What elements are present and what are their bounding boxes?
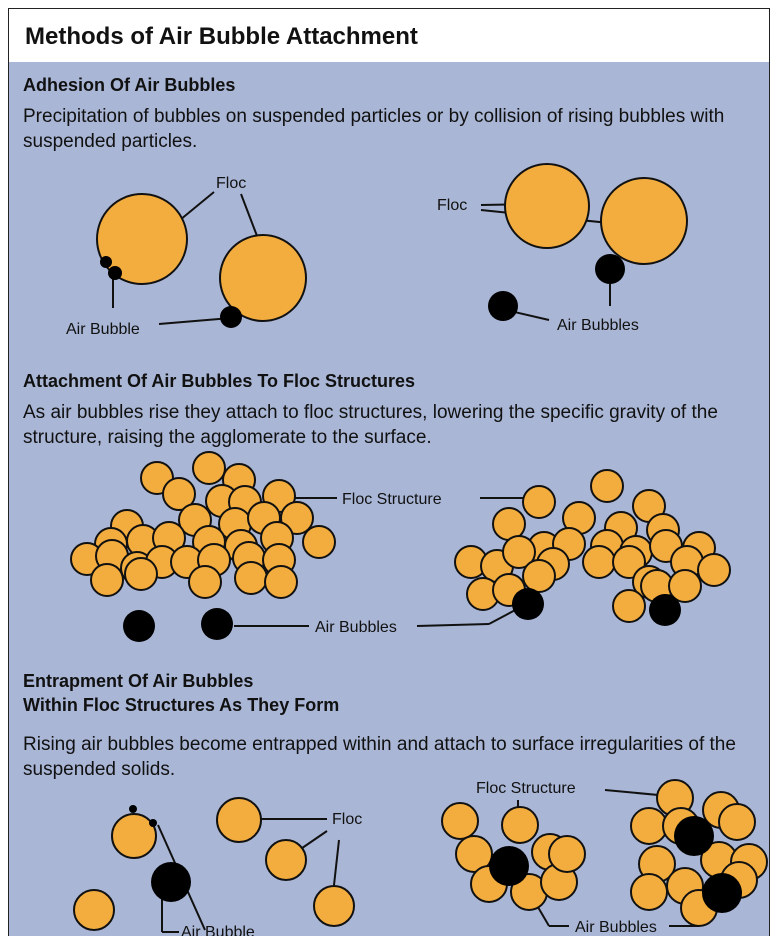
floc-particle bbox=[601, 178, 687, 264]
air-bubble bbox=[123, 610, 155, 642]
floc-particle bbox=[74, 890, 114, 930]
attachment-illustration: Floc Structure Air Bubbles bbox=[9, 356, 769, 648]
air-bubble bbox=[488, 291, 518, 321]
air-bubble-label: Air Bubble bbox=[66, 321, 140, 338]
floc-structure-label: Floc Structure bbox=[476, 780, 576, 797]
floc-particle bbox=[193, 452, 225, 484]
air-bubble bbox=[100, 256, 112, 268]
air-bubble bbox=[149, 819, 157, 827]
entrapment-illustration: Floc Air Bubble Floc Structure Air Bubbl… bbox=[9, 648, 769, 936]
air-bubble bbox=[595, 254, 625, 284]
floc-particle bbox=[583, 546, 615, 578]
floc-particle bbox=[591, 470, 623, 502]
title-bar: Methods of Air Bubble Attachment bbox=[8, 8, 770, 64]
air-bubble-label: Air Bubble bbox=[181, 924, 255, 936]
floc-particle bbox=[266, 840, 306, 880]
floc-label: Floc bbox=[437, 197, 467, 214]
floc-particle bbox=[502, 807, 538, 843]
air-bubbles-label: Air Bubbles bbox=[575, 919, 657, 936]
floc-particle bbox=[631, 808, 667, 844]
floc-label: Floc bbox=[332, 811, 362, 828]
air-bubble bbox=[674, 816, 714, 856]
floc-particle bbox=[442, 803, 478, 839]
floc-particle bbox=[235, 562, 267, 594]
air-bubble bbox=[201, 608, 233, 640]
air-bubble bbox=[151, 862, 191, 902]
floc-particle bbox=[112, 814, 156, 858]
air-bubble bbox=[108, 266, 122, 280]
floc-particle bbox=[698, 554, 730, 586]
air-bubble bbox=[489, 846, 529, 886]
leader-line bbox=[417, 624, 489, 626]
air-bubble bbox=[702, 873, 742, 913]
floc-particle bbox=[303, 526, 335, 558]
floc-particle bbox=[217, 798, 261, 842]
floc-particle bbox=[613, 590, 645, 622]
air-bubble bbox=[649, 594, 681, 626]
air-bubble bbox=[220, 306, 242, 328]
adhesion-panel: Adhesion Of Air Bubbles Precipitation of… bbox=[8, 62, 770, 358]
floc-particle bbox=[523, 486, 555, 518]
floc-particle bbox=[631, 874, 667, 910]
air-bubbles-label: Air Bubbles bbox=[557, 317, 639, 334]
entrapment-panel: Entrapment Of Air Bubbles Within Floc St… bbox=[8, 648, 770, 936]
floc-label: Floc bbox=[216, 175, 246, 192]
floc-particle bbox=[125, 558, 157, 590]
page-title: Methods of Air Bubble Attachment bbox=[25, 23, 418, 51]
attachment-panel: Attachment Of Air Bubbles To Floc Struct… bbox=[8, 356, 770, 650]
air-bubble bbox=[129, 805, 137, 813]
air-bubbles-label: Air Bubbles bbox=[315, 619, 397, 636]
floc-particle bbox=[523, 560, 555, 592]
floc-particle bbox=[549, 836, 585, 872]
floc-particle bbox=[189, 566, 221, 598]
floc-particle bbox=[314, 886, 354, 926]
air-bubble bbox=[512, 588, 544, 620]
floc-particle bbox=[505, 164, 589, 248]
floc-particle bbox=[265, 566, 297, 598]
floc-particle bbox=[719, 804, 755, 840]
floc-particle bbox=[91, 564, 123, 596]
floc-structure-label: Floc Structure bbox=[342, 491, 442, 508]
adhesion-illustration: Floc Air Bubble Floc Air Bubbles bbox=[9, 62, 769, 356]
